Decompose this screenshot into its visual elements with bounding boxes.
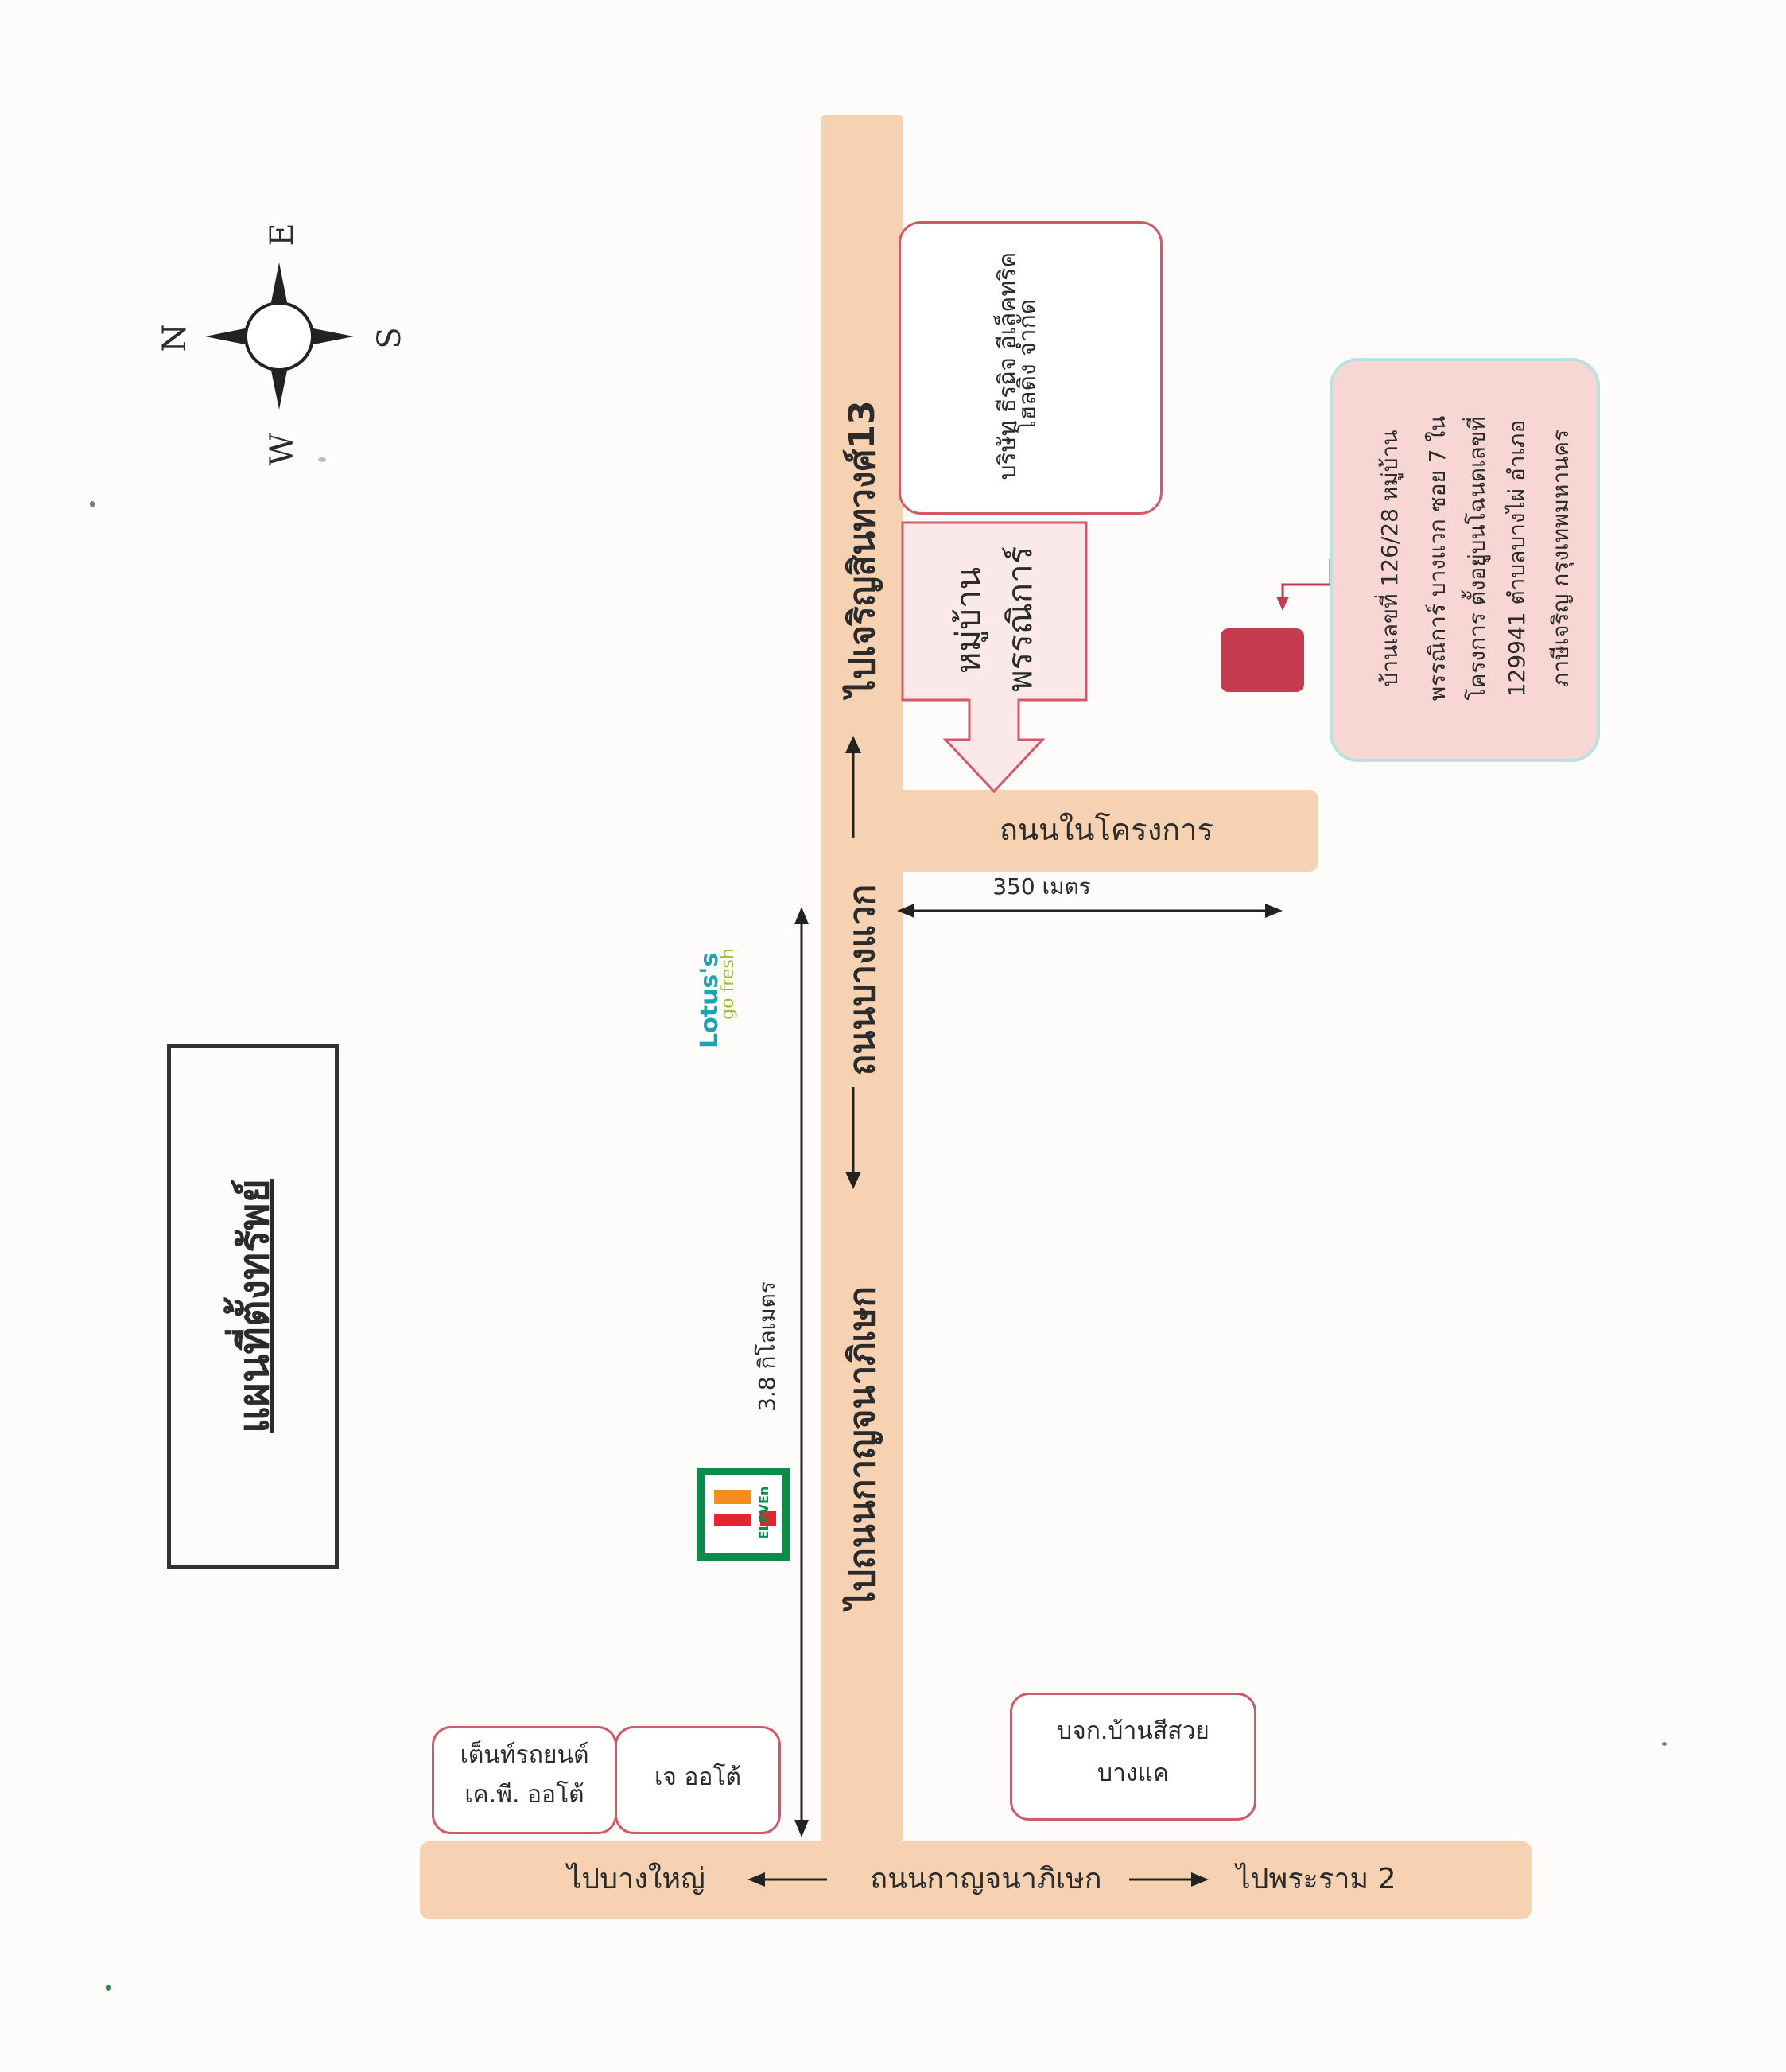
main-road <box>821 115 903 1865</box>
title-box <box>167 1044 339 1569</box>
property-note-line5: ภาษีเจริญ กรุงเทพมหานคร <box>1547 429 1574 688</box>
bottom-road-name-label: ถนนกาญจนาภิเษก <box>870 1863 1102 1895</box>
property-note-box <box>1330 358 1600 762</box>
scan-speck <box>1662 1742 1667 1746</box>
scan-speck <box>106 1985 111 1991</box>
j-auto-label: เจ ออโต้ <box>654 1763 741 1791</box>
property-marker[interactable] <box>1221 628 1304 692</box>
seven-eleven-logo: ELEVEn <box>697 1468 790 1561</box>
main-road-name-label: ถนนบางแวก <box>842 884 883 1076</box>
lotus-logo-sub: go fresh <box>718 948 738 1020</box>
company-line2: โฮลดิ้ง จำกัด <box>1014 298 1042 433</box>
project-road-label: ถนนในโครงการ <box>999 812 1214 847</box>
distance-350-arrow-icon <box>897 904 1283 918</box>
compass-e: E <box>264 223 301 247</box>
village-line1: หมู่บ้าน <box>949 566 988 674</box>
bottom-road-right-label: ไปพระราม 2 <box>1236 1863 1396 1895</box>
company-box <box>899 221 1163 515</box>
pointer-arrow-icon <box>1276 559 1332 611</box>
kp-auto-line1: เต็นท์รถยนต์ <box>460 1741 589 1769</box>
page-title: แผนที่ตั้งทรัพย์ <box>231 1179 278 1433</box>
bansisuay-line1: บจก.บ้านสีสวย <box>1057 1717 1209 1745</box>
compass-n: N <box>157 324 193 352</box>
bansisuay-line2: บางแค <box>1097 1759 1169 1787</box>
distance-350-label: 350 เมตร <box>992 873 1091 900</box>
j-auto-box <box>615 1726 781 1834</box>
kp-auto-line2: เค.พี. ออโต้ <box>464 1781 584 1809</box>
seven-eleven-red-bar <box>714 1514 751 1526</box>
scan-speck <box>90 501 95 507</box>
main-road-north-label: ไปเจริญสินทวงศ์13 <box>842 400 883 698</box>
property-note-line1: บ้านเลขที่ 126/28 หมู่บ้าน <box>1376 430 1403 687</box>
property-note-line4: 129941 ตำบลบางไผ่ อำเภอ <box>1504 419 1530 698</box>
arrow-left-icon <box>747 1872 827 1887</box>
property-note-line3: โครงการ ตั้งอยู่บนโฉนดเลขที่ <box>1464 416 1490 701</box>
distance-38-label: 3.8 กิโลเมตร <box>754 1281 780 1412</box>
scan-speck <box>318 457 326 462</box>
property-note-line2: พรรณิการ์ บางแวก ซอย 7 ใน <box>1424 415 1450 702</box>
arrow-right-icon <box>1129 1872 1209 1887</box>
kp-auto-box <box>432 1726 617 1834</box>
village-arrow-icon <box>901 521 1088 794</box>
main-road-south-label: ไปถนนกาญจนาภิเษก <box>842 1286 883 1609</box>
bansisuay-box <box>1010 1693 1256 1821</box>
seven-eleven-red-square <box>760 1511 776 1526</box>
seven-eleven-orange-bar <box>714 1490 751 1504</box>
project-road <box>895 790 1318 872</box>
distance-38-arrow-icon <box>794 907 809 1837</box>
bottom-road-left-label: ไปบางใหญ่ <box>567 1863 705 1895</box>
arrow-down-icon <box>845 1087 861 1189</box>
arrow-up-icon <box>845 736 861 838</box>
compass-s: S <box>371 327 408 349</box>
village-line2: พรรณิการ์ <box>1000 546 1039 692</box>
bottom-road <box>420 1841 1532 1919</box>
compass-w: W <box>264 433 301 466</box>
seven-eleven-text: ELEVEn <box>756 1486 771 1540</box>
compass-icon <box>205 262 354 410</box>
